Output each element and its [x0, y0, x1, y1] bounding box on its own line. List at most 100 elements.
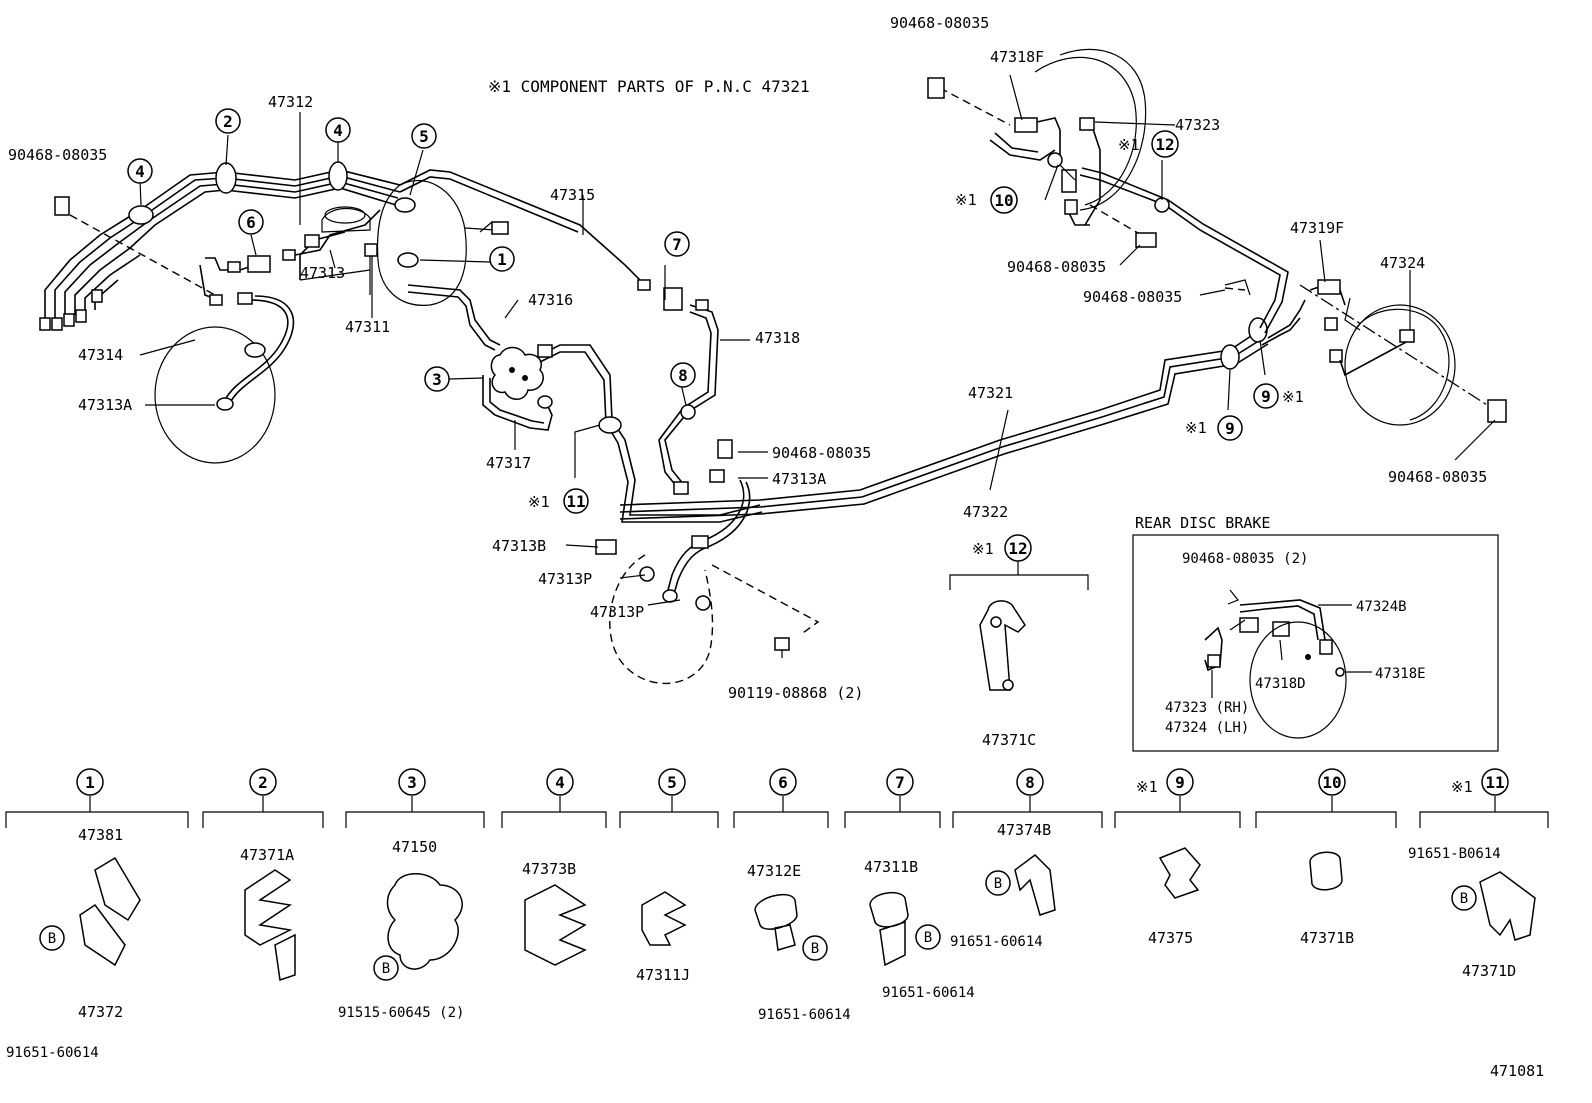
label-47313A-left: 47313A: [78, 396, 132, 414]
front-left-flex-hose: [224, 299, 289, 401]
bolt-marker-letter: B: [1460, 891, 1468, 907]
legend-callout-number: 4: [555, 773, 565, 792]
legend-bolt-number: 91651-60614: [950, 934, 1043, 950]
pipe-47315: [399, 169, 646, 286]
rear-disc-brake-box: REAR DISC BRAKE 90468-08035 (2) 47324B 4…: [1132, 514, 1499, 752]
rear-right-group: [1224, 279, 1507, 426]
label-47313P-b: 47313P: [590, 603, 644, 621]
legend-callout-number: 11: [1485, 773, 1504, 792]
rear-left-brake-group: [595, 469, 820, 684]
legend-part-drawing: [641, 891, 687, 946]
callout-12: 12: [1155, 135, 1174, 154]
legend-part-number: 47372: [78, 1003, 123, 1021]
label-90468-mid: 90468-08035: [772, 444, 871, 462]
callout-7: 7: [672, 235, 682, 254]
bolt-marker-letter: B: [924, 930, 932, 946]
pipe-47322: [619, 343, 1269, 520]
detail-12: [949, 561, 1089, 691]
clip-90468-left: [54, 196, 70, 216]
rear-left-flex-hose: [667, 479, 745, 591]
legend-bolt-number: 91651-60614: [882, 985, 975, 1001]
legend-part-drawing: [244, 869, 296, 981]
legend-bracket: [844, 796, 941, 828]
legend-part-drawing: [754, 893, 798, 951]
rear-left-disc: [609, 554, 714, 684]
label-47313A-mid: 47313A: [772, 470, 826, 488]
bolt-marker-circle: [373, 955, 399, 981]
bolt-marker-circle: [915, 924, 941, 950]
label-47311: 47311: [345, 318, 390, 336]
callout-10-prefix: ※1: [955, 191, 977, 209]
legend-callout-circle: [1016, 768, 1044, 796]
legend-bracket: [733, 796, 829, 828]
callout-12b: 12: [1008, 539, 1027, 558]
rear-brake-line-group: [619, 167, 1306, 520]
legend-prefix: ※1: [1451, 778, 1473, 796]
callouts: 2 4 4 5 6 1 3 7 8 ※1 11 ※1 10 ※1 12 9 ※1…: [127, 108, 1304, 562]
legend-part-number: 47371A: [240, 846, 294, 864]
bolt-marker-circle: [1451, 885, 1477, 911]
clip-90468-mid: [717, 439, 733, 459]
legend-callout-circle: [1318, 768, 1346, 796]
legend-bolt-number: 91651-60614: [758, 1007, 851, 1023]
legend-callout-circle: [1481, 768, 1509, 796]
diagram-id: 471081: [1490, 1062, 1544, 1080]
label-90119-08868: 90119-08868 (2): [728, 684, 863, 702]
legend-bolt-number: 91651-B0614: [1408, 846, 1501, 862]
callout-6: 6: [246, 213, 256, 232]
legend-part-drawing: [386, 873, 463, 970]
legend-callout-number: 9: [1175, 773, 1185, 792]
legend-part-drawing: [1158, 847, 1201, 899]
callout-3: 3: [432, 370, 442, 389]
front-brake-pipe-bundle: [44, 169, 401, 325]
rear-label-47324: 47324 (LH): [1165, 720, 1249, 736]
legend-part-drawing: [79, 856, 141, 967]
label-90468-tr2: 90468-08035: [1007, 258, 1106, 276]
pipe-47321: [619, 329, 1261, 506]
line-47318-group: [658, 287, 733, 495]
legend-part-number: 47371B: [1300, 929, 1354, 947]
rear-label-90468: 90468-08035 (2): [1182, 551, 1308, 567]
legend-bracket: [1114, 796, 1241, 828]
legend-part-number: 47374B: [997, 821, 1051, 839]
component-note: ※1 COMPONENT PARTS OF P.N.C 47321: [488, 77, 810, 96]
legend-bracket: [1419, 796, 1549, 828]
callout-11-prefix: ※1: [528, 493, 550, 511]
legend-callout-number: 10: [1322, 773, 1341, 792]
legend-part-number: 47150: [392, 838, 437, 856]
rear-disc-title: REAR DISC BRAKE: [1135, 514, 1270, 532]
callout-1: 1: [497, 250, 507, 269]
callout-9b: 9: [1225, 419, 1235, 438]
callout-8: 8: [678, 366, 688, 385]
label-47319F: 47319F: [1290, 219, 1344, 237]
bolt-marker-circle: [985, 870, 1011, 896]
legend-prefix: ※1: [1136, 778, 1158, 796]
legend-bracket: [501, 796, 607, 828]
callout-9b-prefix: ※1: [1185, 419, 1207, 437]
legend-bolt-number: 91651-60614: [6, 1045, 99, 1061]
callout-2: 2: [223, 112, 233, 131]
proportioning-valve-group: [482, 344, 763, 523]
clip-90468-tr2: [1135, 232, 1157, 248]
label-47313P-a: 47313P: [538, 570, 592, 588]
front-left-disc: [154, 326, 276, 464]
legend-bracket: [5, 796, 189, 828]
legend-callout-circle: [76, 768, 104, 796]
master-cylinder-group: [321, 169, 651, 351]
legend-bracket: [952, 796, 1103, 828]
legend-item-10: 10 47371B: [1255, 768, 1397, 947]
label-90468-tr: 90468-08035: [890, 14, 989, 32]
label-47312: 47312: [268, 93, 313, 111]
callout-4a: 4: [135, 162, 145, 181]
bolt-marker-letter: B: [994, 876, 1002, 892]
bolt-marker-letter: B: [382, 961, 390, 977]
label-47318: 47318: [755, 329, 800, 347]
bolt-marker-letter: B: [48, 931, 56, 947]
callout-9a-suffix: ※1: [1282, 388, 1304, 406]
rear-right-top-group: [927, 48, 1157, 248]
